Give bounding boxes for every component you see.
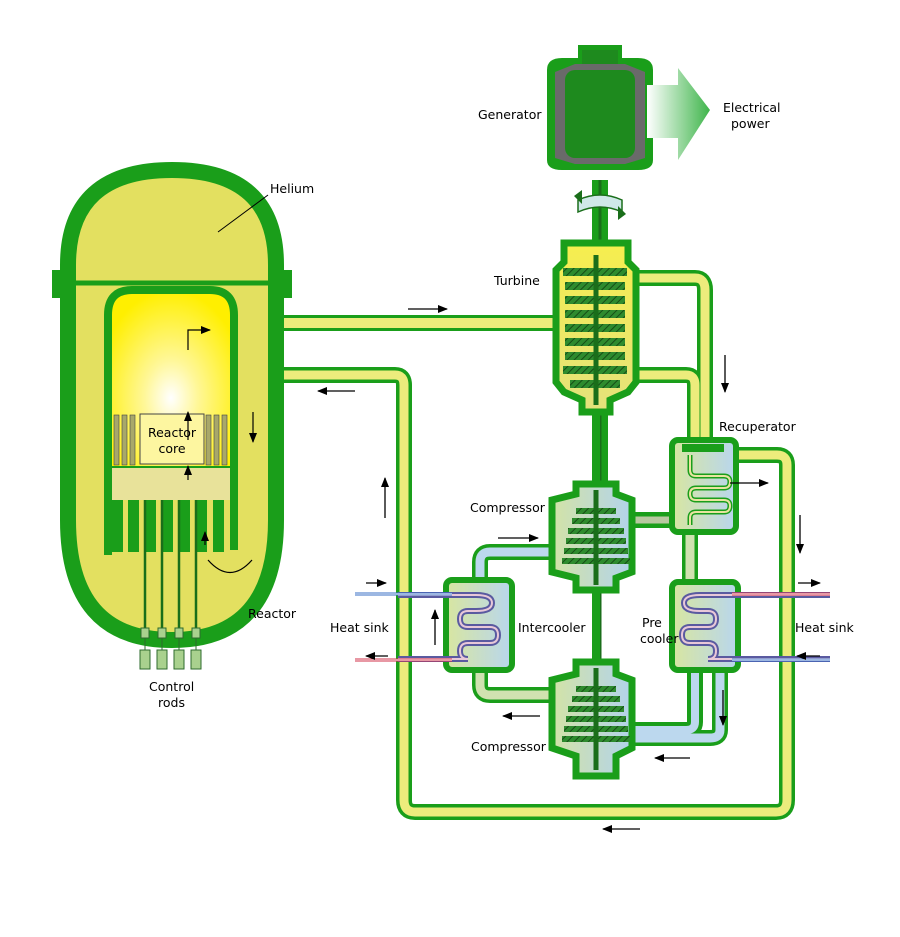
electrical-power-label-line1: Electrical [723,100,780,115]
generator-label: Generator [478,107,542,122]
fuel-elements [112,500,224,552]
recuperator-label: Recuperator [719,419,797,434]
compressor-upper [548,480,636,594]
flow-arrows [317,305,821,833]
precooler [669,579,830,673]
pipe-network [228,270,795,820]
electrical-power-arrow [647,68,710,160]
reactor-core [139,413,205,465]
intercooler-label: Intercooler [518,620,586,635]
compressor-lower [548,658,636,780]
recuperator [669,437,739,535]
reactor-vessel: Reactor core [52,161,292,670]
electrical-power-label-line2: power [731,116,770,131]
turbine [552,239,640,416]
intercooler [398,577,515,673]
heat-sink-left-label: Heat sink [330,620,390,635]
precooler-label-line1: Pre [642,615,662,630]
generator-assembly [547,45,653,760]
precooler-label-line2: cooler [640,631,679,646]
reactor-core-label-line2: core [158,441,185,456]
core-channels [113,414,228,466]
generator-rotor [565,70,635,158]
labels: Generator Electrical power Helium Turbin… [149,100,855,754]
control-rods-label-line1: Control [149,679,194,694]
intercooler-cooling-lines [355,592,452,662]
precooler-cooling-lines [732,592,830,662]
control-rods-label-line2: rods [158,695,185,710]
turbine-label: Turbine [493,273,540,288]
compressor-upper-label: Compressor [470,500,546,515]
reactor-core-label-line1: Reactor [148,425,197,440]
heat-sink-right-label: Heat sink [795,620,855,635]
control-rod-drives [139,627,202,670]
reactor-label: Reactor [248,606,297,621]
compressor-lower-label: Compressor [471,739,547,754]
control-rod-lines [143,500,198,632]
helium-label: Helium [270,181,314,196]
